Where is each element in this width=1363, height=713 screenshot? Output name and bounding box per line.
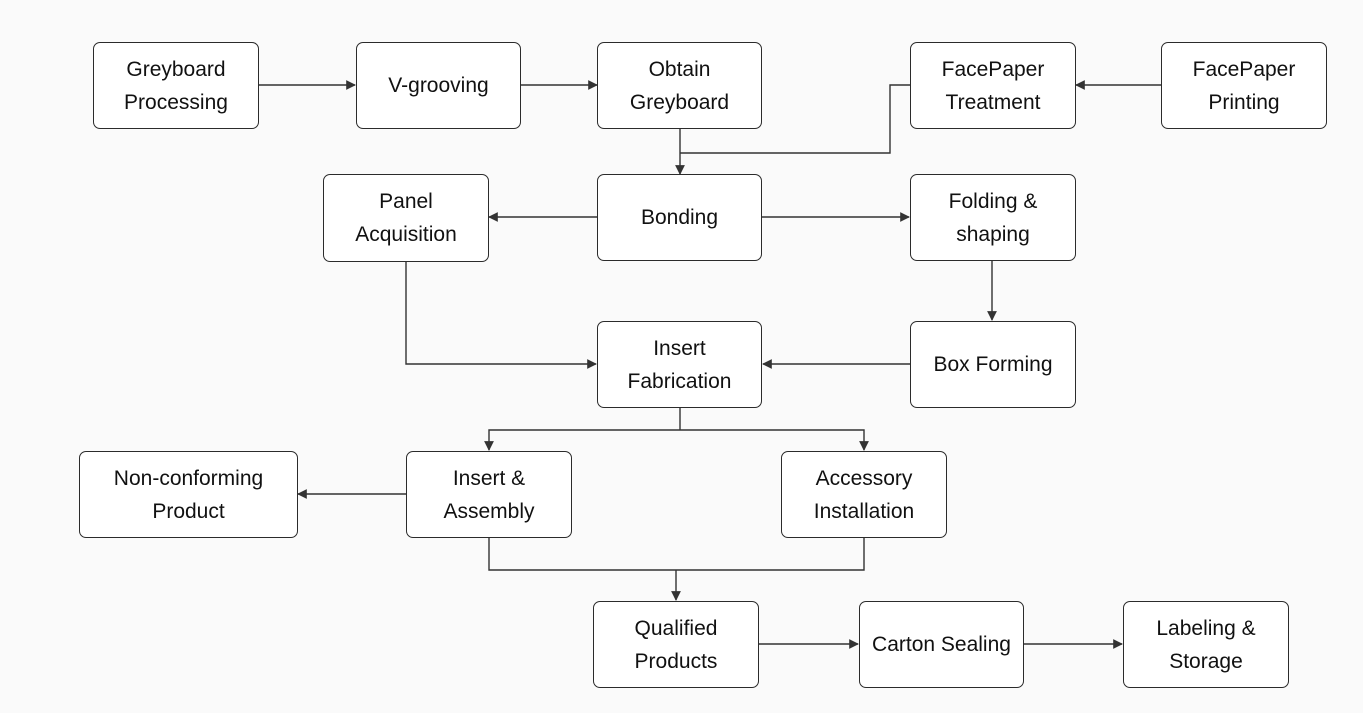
node-bonding: Bonding — [597, 174, 762, 261]
connector-facepaper-treatment-to-bonding — [680, 84, 910, 154]
arrow-insert-fabrication-to-accessory-installation — [680, 429, 869, 451]
node-v-grooving: V-grooving — [356, 42, 521, 129]
node-accessory-installation: Accessory Installation — [781, 451, 947, 538]
node-obtain-greyboard: Obtain Greyboard — [597, 42, 762, 129]
node-qualified-products: Qualified Products — [593, 601, 759, 688]
node-panel-acquisition: Panel Acquisition — [323, 174, 489, 262]
node-insert-assembly: Insert & Assembly — [406, 451, 572, 538]
node-greyboard-processing: Greyboard Processing — [93, 42, 259, 129]
node-facepaper-printing: FacePaper Printing — [1161, 42, 1327, 129]
node-non-conforming-product: Non-conforming Product — [79, 451, 298, 538]
node-folding-shaping: Folding & shaping — [910, 174, 1076, 261]
node-labeling-storage: Labeling & Storage — [1123, 601, 1289, 688]
arrow-insert-fabrication-to-insert-assembly — [484, 429, 680, 451]
node-box-forming: Box Forming — [910, 321, 1076, 408]
node-carton-sealing: Carton Sealing — [859, 601, 1024, 688]
connector-assembly-accessory-join — [488, 538, 865, 571]
node-insert-fabrication: Insert Fabrication — [597, 321, 762, 408]
node-facepaper-treatment: FacePaper Treatment — [910, 42, 1076, 129]
arrow-panel-acquisition-to-insert-fabrication — [405, 262, 597, 369]
